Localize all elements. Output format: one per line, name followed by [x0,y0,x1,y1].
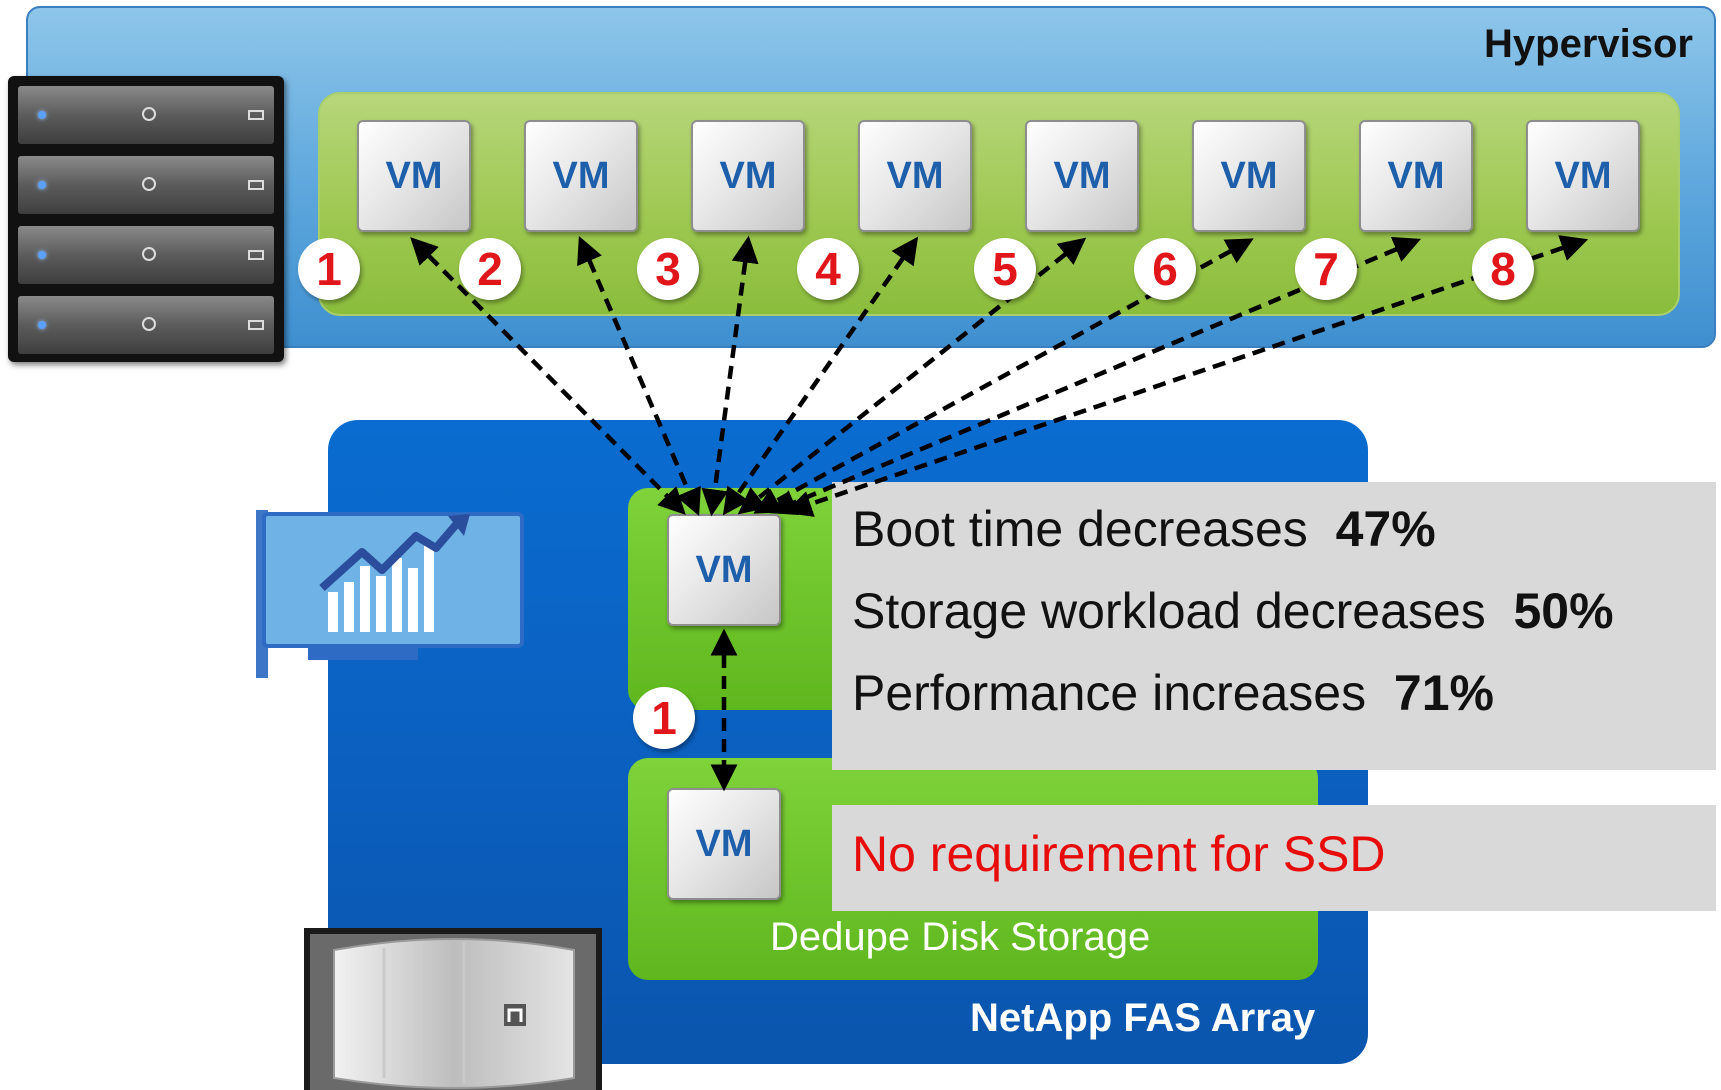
step-badge: 4 [797,238,859,300]
hypervisor-label: Hypervisor [1484,22,1693,66]
vm-box: VM [1359,120,1473,232]
ssd-note: No requirement for SSD [852,826,1386,882]
stat-performance: Performance increases 71% [852,664,1494,722]
stat-boot-time-value: 47% [1335,501,1436,557]
vm-box: VM [691,120,805,232]
step-badge: 1 [298,238,360,300]
flash-card-icon [256,510,524,678]
stat-storage-workload-value: 50% [1513,583,1614,639]
step-badge: 7 [1295,238,1357,300]
stat-performance-label: Performance increases [852,665,1367,721]
stats-callout: Boot time decreases 47% Storage workload… [832,482,1716,770]
step-badge: 2 [459,238,521,300]
read-step-badge: 1 [633,687,695,749]
rack-unit [18,86,274,144]
cache-vm-box: VM [667,514,781,626]
step-badge: 8 [1472,238,1534,300]
vm-box: VM [1526,120,1640,232]
server-rack-icon [8,76,284,362]
stat-storage-workload-label: Storage workload decreases [852,583,1486,639]
vm-box: VM [1192,120,1306,232]
step-badge: 5 [974,238,1036,300]
stat-performance-value: 71% [1393,665,1494,721]
step-badge: 3 [637,238,699,300]
disk-vm-box: VM [667,788,781,900]
vm-box: VM [357,120,471,232]
rack-unit [18,156,274,214]
stat-storage-workload: Storage workload decreases 50% [852,582,1614,640]
fas-array-label: NetApp FAS Array [970,996,1316,1040]
vm-box: VM [524,120,638,232]
step-badge: 6 [1134,238,1196,300]
netapp-appliance-icon [304,928,602,1090]
ssd-callout: No requirement for SSD [832,805,1716,911]
rack-unit [18,226,274,284]
stat-boot-time-label: Boot time decreases [852,501,1308,557]
dedupe-disk-storage-label: Dedupe Disk Storage [770,915,1151,959]
vm-box: VM [858,120,972,232]
vm-box: VM [1025,120,1139,232]
stat-boot-time: Boot time decreases 47% [852,500,1436,558]
rack-unit [18,296,274,354]
